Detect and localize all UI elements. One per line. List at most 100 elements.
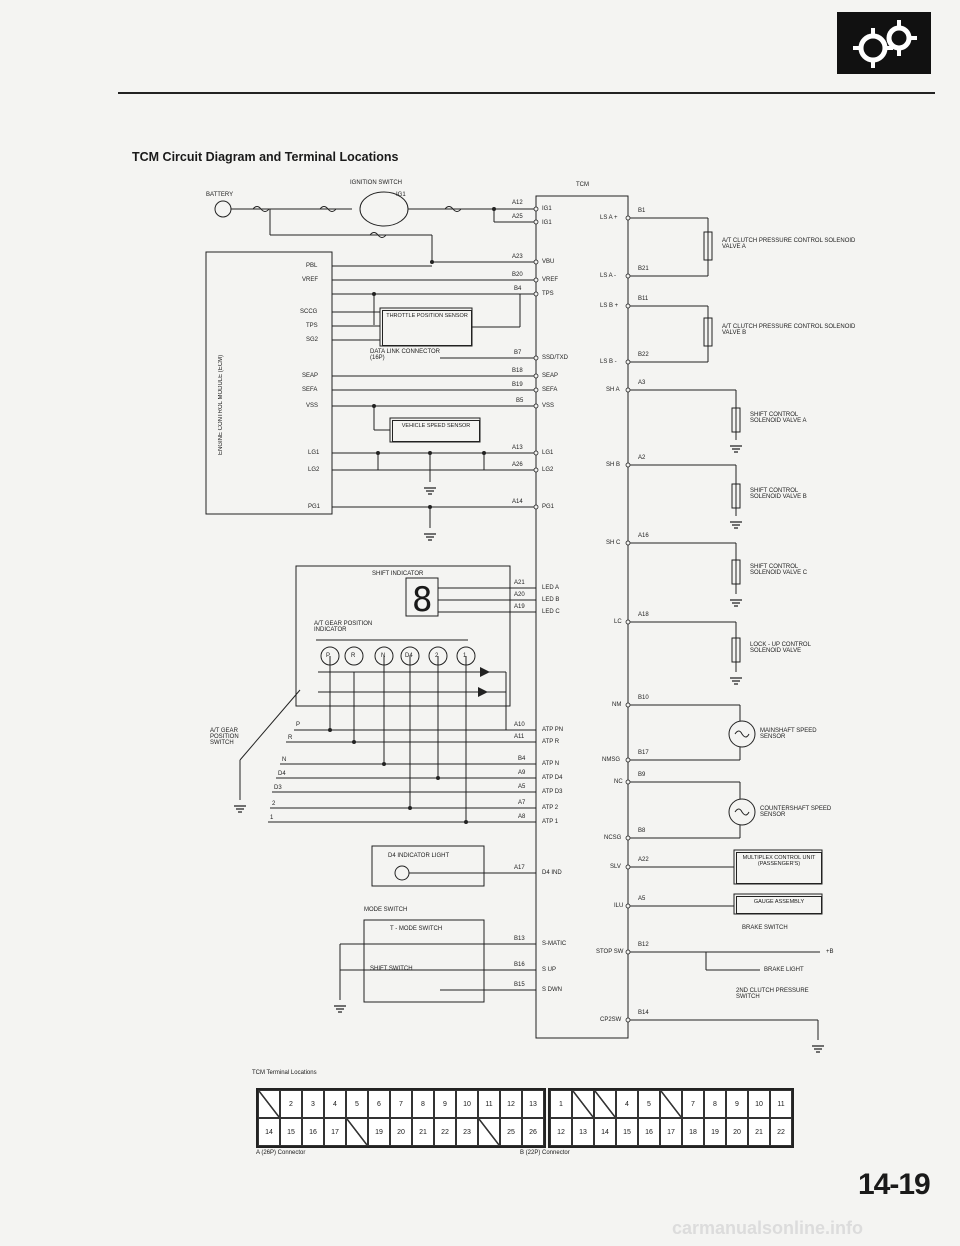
- switch-pos: D4: [278, 771, 286, 777]
- battery-label: BATTERY: [206, 192, 234, 198]
- pin-name: TPS: [542, 291, 554, 297]
- connector-terminal: 22: [770, 1118, 792, 1146]
- pin-number: A14: [512, 499, 523, 505]
- footer-watermark: carmanualsonline.info: [672, 1218, 864, 1238]
- pin-number: B14: [638, 1010, 649, 1016]
- pin-name: SLV: [610, 864, 621, 870]
- gear-switch-label: A/T GEAR POSITION SWITCH: [210, 728, 239, 746]
- pin-number: B16: [514, 962, 525, 968]
- shift-indicator-label: SHIFT INDICATOR: [372, 571, 424, 577]
- header-rule: [118, 92, 935, 94]
- pin-name: ATP D3: [542, 789, 563, 795]
- b12v-label: +B: [826, 949, 834, 955]
- pin-number: B9: [638, 772, 646, 778]
- connector-terminal: 18: [682, 1118, 704, 1146]
- connector-terminal: 10: [456, 1090, 478, 1118]
- brake-light-label: BRAKE LIGHT: [764, 967, 804, 973]
- sha-label: SHIFT CONTROL SOLENOID VALVE A: [750, 412, 807, 424]
- connector-terminal: [572, 1090, 594, 1118]
- pin-name: LS A -: [600, 273, 617, 279]
- connector-terminal: 23: [456, 1118, 478, 1146]
- pin-name: D4 IND: [542, 870, 562, 876]
- pin-name: STOP SW: [596, 949, 624, 955]
- pin-name: SH C: [606, 540, 621, 546]
- connector-terminal: 21: [748, 1118, 770, 1146]
- vss-box-label: VEHICLE SPEED SENSOR: [392, 420, 480, 442]
- connector-terminal: 17: [324, 1118, 346, 1146]
- connector-terminal: 15: [280, 1118, 302, 1146]
- pin-number: A8: [518, 814, 526, 820]
- pin-number: B4: [518, 756, 526, 762]
- connector-terminal: 11: [478, 1090, 500, 1118]
- pin-name: VBU: [542, 259, 555, 265]
- pin-number: A2: [638, 455, 646, 461]
- pin-name: ATP D4: [542, 775, 563, 781]
- pin-number: B17: [638, 750, 649, 756]
- gear-1: 1: [463, 653, 467, 659]
- pin-name: LED B: [542, 597, 560, 603]
- pin-name: S DWN: [542, 987, 562, 993]
- pin-number: B20: [512, 272, 523, 278]
- pin-name: VSS: [542, 403, 555, 409]
- pin-name: SH B: [606, 462, 621, 468]
- pin-name: ATP R: [542, 739, 560, 745]
- shift-indicator-box: [295, 565, 511, 707]
- gauge-box-label: GAUGE ASSEMBLY: [736, 896, 822, 914]
- pin-name: LS A +: [600, 215, 618, 221]
- connector-terminal: 2: [280, 1090, 302, 1118]
- ignition-switch-label: IGNITION SWITCH: [350, 180, 402, 186]
- gear-indicator-label: A/T GEAR POSITION INDICATOR: [314, 621, 373, 633]
- ecm-pin: LG2: [308, 467, 320, 473]
- connector-terminal: 4: [324, 1090, 346, 1118]
- connector-terminal: 7: [682, 1090, 704, 1118]
- switch-pos: 1: [270, 815, 274, 821]
- pin-name: ATP 1: [542, 819, 559, 825]
- pin-number: A11: [514, 734, 525, 740]
- ecm-box: [205, 251, 333, 515]
- pin-number: B13: [514, 936, 525, 942]
- pin-name: S-MATIC: [542, 941, 567, 947]
- connector-terminal: 16: [302, 1118, 324, 1146]
- ecm-pin: PBL: [306, 263, 318, 269]
- pin-name: ATP 2: [542, 805, 559, 811]
- pin-number: B21: [638, 266, 649, 272]
- connector-terminal: 26: [522, 1118, 544, 1146]
- pin-name: PG1: [542, 504, 555, 510]
- pin-name: SSD/TXD: [542, 355, 569, 361]
- d4-light-label: D4 INDICATOR LIGHT: [388, 853, 450, 859]
- pin-name: LC: [614, 619, 622, 625]
- switch-pos: 2: [272, 801, 276, 807]
- pin-name: CP2SW: [600, 1017, 622, 1023]
- connector-terminal: 14: [594, 1118, 616, 1146]
- connector-terminal: [346, 1118, 368, 1146]
- d4-light-box: [371, 845, 485, 887]
- pin-number: B19: [512, 382, 523, 388]
- pin-name: NM: [612, 702, 622, 708]
- gears-icon: [837, 12, 931, 74]
- pin-number: A20: [514, 592, 525, 598]
- connector-terminal: 12: [500, 1090, 522, 1118]
- connector-terminal: [660, 1090, 682, 1118]
- pin-name: SH A: [606, 387, 620, 393]
- ecm-pin: LG1: [308, 450, 320, 456]
- pin-number: B4: [514, 286, 522, 292]
- gauge-box: [733, 893, 823, 915]
- pin-number: A19: [514, 604, 525, 610]
- switch-pos: D3: [274, 785, 282, 791]
- connector-terminal: 5: [638, 1090, 660, 1118]
- connector-terminal: 7: [390, 1090, 412, 1118]
- connector-terminal: 19: [368, 1118, 390, 1146]
- gear-2: 2: [435, 653, 439, 659]
- mode-switch-box: [363, 919, 485, 1003]
- pin-name: LG1: [542, 450, 554, 456]
- clutch-sw-label: 2ND CLUTCH PRESSURE SWITCH: [736, 988, 809, 1000]
- gear-n: N: [381, 653, 386, 659]
- pin-number: A9: [518, 770, 526, 776]
- connector-terminal: 22: [434, 1118, 456, 1146]
- connector-terminal: 13: [572, 1118, 594, 1146]
- battery-symbol: [214, 200, 232, 218]
- ig1-label: IG1: [396, 192, 406, 198]
- pin-name: ATP N: [542, 761, 560, 767]
- pin-number: A5: [638, 896, 646, 902]
